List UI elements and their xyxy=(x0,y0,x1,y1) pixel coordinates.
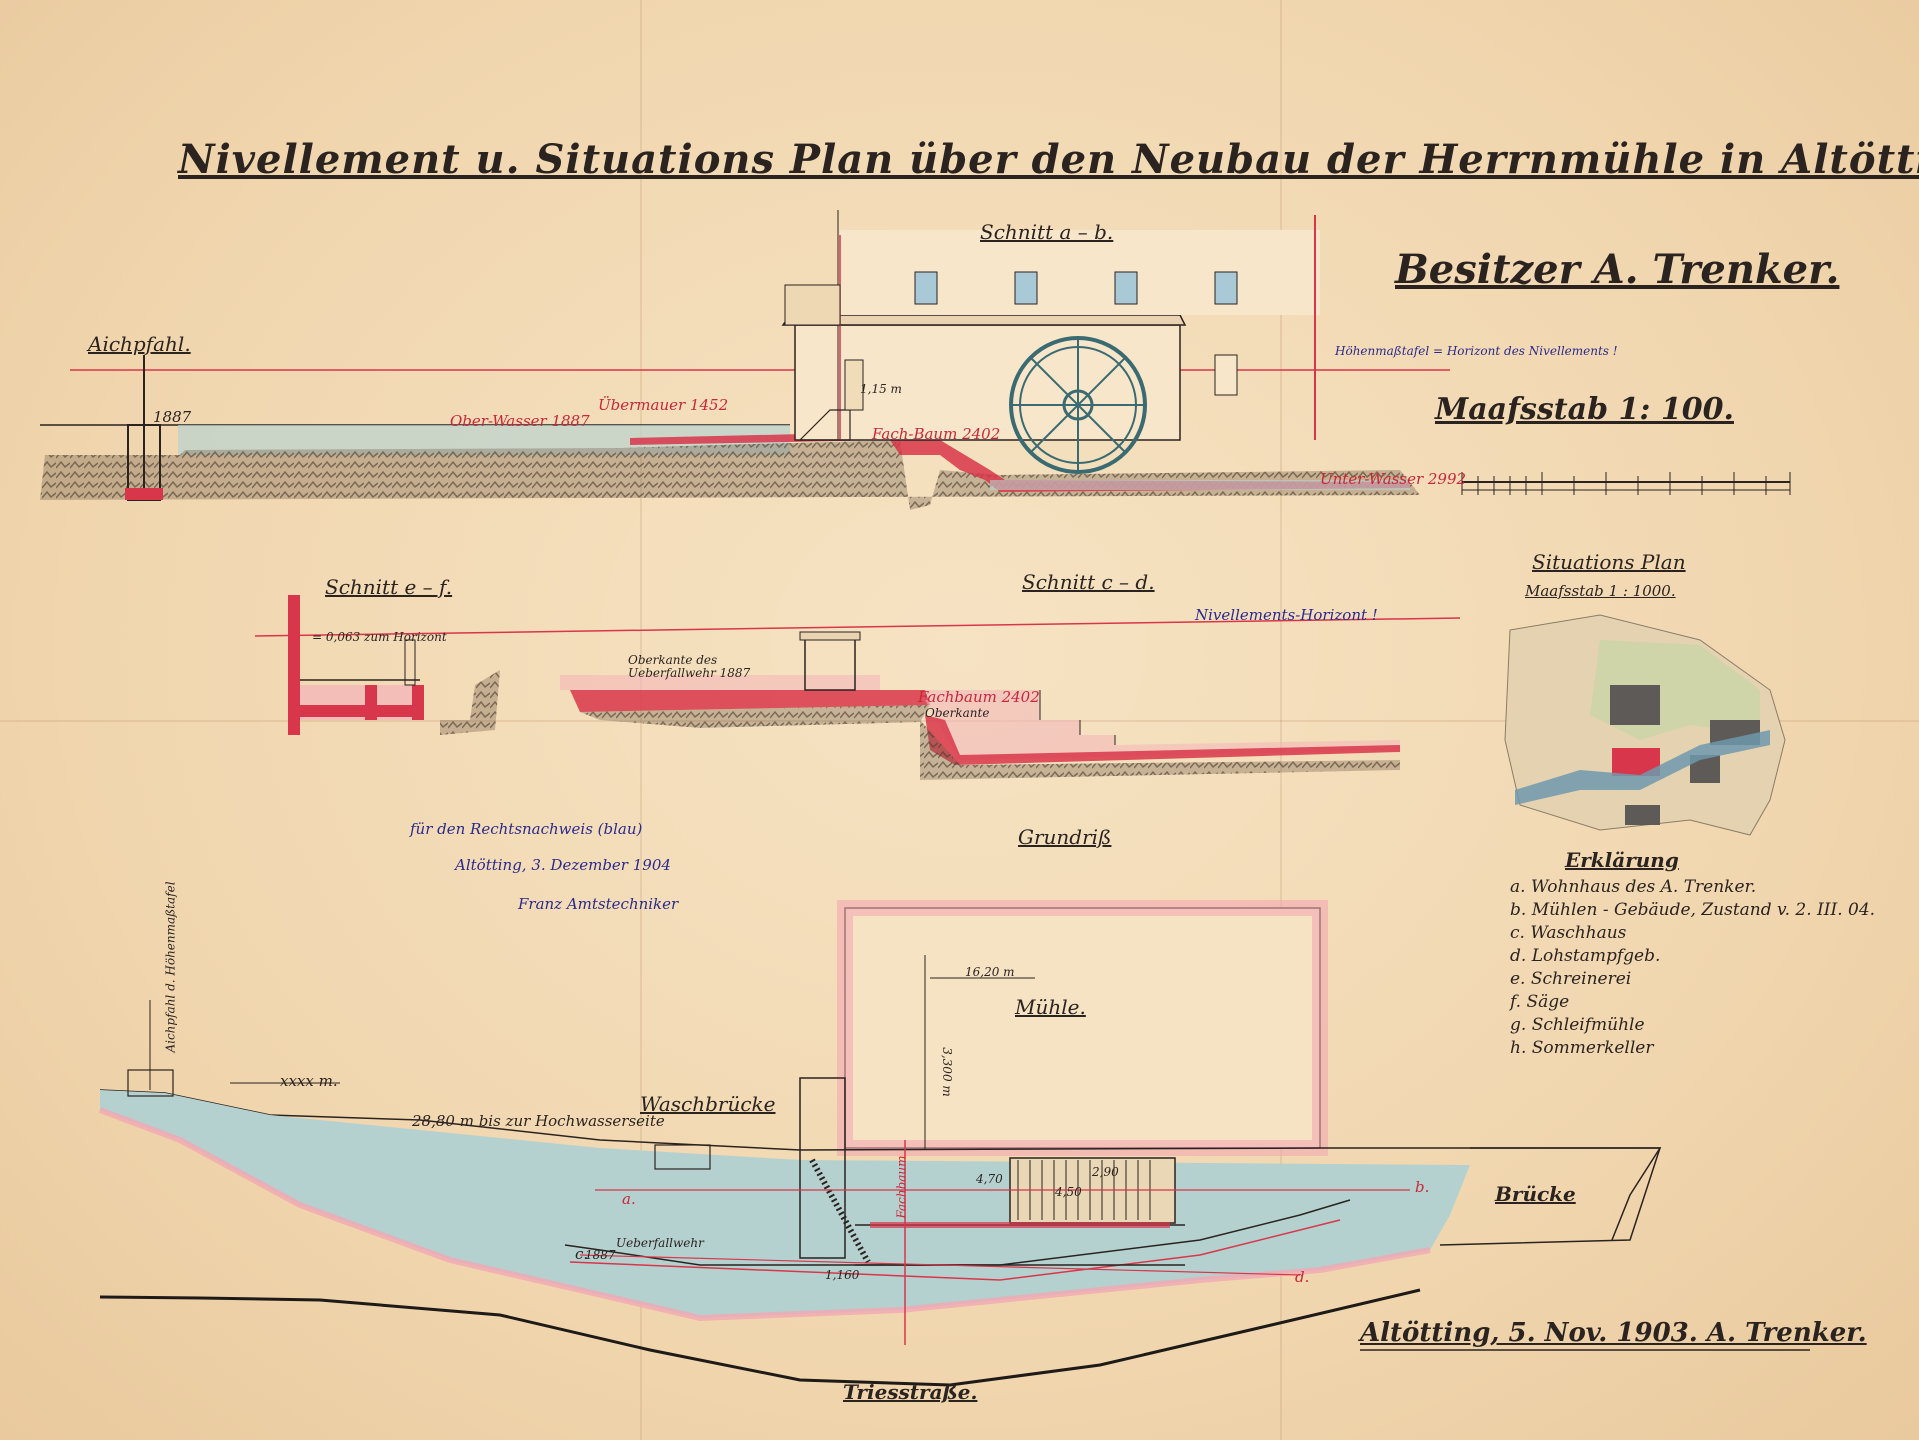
section-ef-drawing xyxy=(254,595,1461,735)
oberwasser-label: Ober-Wasser 1887 xyxy=(450,412,590,430)
legend-item: g. Schleifmühle xyxy=(1510,1015,1645,1035)
legend-item: e. Schreinerei xyxy=(1510,969,1632,989)
approval-line2: Altötting, 3. Dezember 1904 xyxy=(455,856,671,874)
building-a xyxy=(1610,685,1660,725)
grundriss-title: Grundriß xyxy=(1018,825,1112,849)
aichpfahl-label: Aichpfahl. xyxy=(88,332,191,356)
mill-height-dim: 3,300 m xyxy=(939,1047,954,1097)
height-dim: 1,15 m xyxy=(860,382,902,396)
road-curve xyxy=(99,1288,1421,1387)
plan-drawing xyxy=(98,900,1662,1387)
plan-letter-d: d. xyxy=(1295,1268,1310,1286)
bruecke-label: Brücke xyxy=(1495,1182,1576,1206)
waschbruecke-label: Waschbrücke xyxy=(640,1092,776,1116)
mill-footprint xyxy=(844,907,1321,1149)
mill-roof-eave xyxy=(781,314,1187,326)
main-scale-label: Maafsstab 1: 100. xyxy=(1435,392,1734,427)
plan-dim-3: 2,90 xyxy=(1092,1165,1119,1179)
legend-item: h. Sommerkeller xyxy=(1510,1038,1654,1058)
scale-bar xyxy=(1461,472,1791,495)
situation-title: Situations Plan xyxy=(1532,550,1686,574)
survey-mark: xxxx m. xyxy=(280,1072,338,1090)
section-ab-drawing xyxy=(40,210,1450,510)
legend-item: b. Mühlen - Gebäude, Zustand v. 2. III. … xyxy=(1510,900,1876,920)
river xyxy=(100,1090,1470,1318)
mill-width-dim: 16,20 m xyxy=(965,965,1015,979)
waschhaus xyxy=(799,1077,846,1259)
legend-list: a. Wohnhaus des A. Trenker. b. Mühlen - … xyxy=(1510,876,1875,1060)
plan-letter-a: a. xyxy=(622,1190,636,1208)
triesstrasse-label: Triesstraße. xyxy=(843,1380,978,1404)
fachbaum-cd-label: Fachbaum 2402 xyxy=(918,688,1040,706)
mark-1887: 1887 xyxy=(153,408,192,426)
paper-fold-line xyxy=(1280,0,1282,1440)
signature: Altötting, 5. Nov. 1903. A. Trenker. xyxy=(1360,1318,1867,1348)
plan-mark-1887: 1887 xyxy=(585,1248,616,1262)
uebermauer-label: Übermauer 1452 xyxy=(598,396,729,414)
legend-item: d. Lohstampfgeb. xyxy=(1510,946,1661,966)
horizon-cd-label: Nivellements-Horizont ! xyxy=(1195,606,1378,624)
ground-soil xyxy=(40,440,1420,510)
section-cd-title: Schnitt c – d. xyxy=(1022,570,1155,594)
distance-label: 28,80 m bis zur Hochwasserseite xyxy=(412,1112,665,1130)
aichpfahl-base xyxy=(125,488,163,500)
legend-item: c. Waschhaus xyxy=(1510,923,1627,943)
aichpfahl-note: Aichpfahl d. Höhenmaßtafel xyxy=(163,881,178,1053)
fachbaum-ab-label: Fach-Baum 2402 xyxy=(872,425,1001,443)
plan-fachbaum-label: Fachbaum xyxy=(894,1155,909,1219)
horizon-ab-label: Höhenmaßtafel = Horizont des Nivellement… xyxy=(1335,344,1618,358)
section-cd-drawing xyxy=(560,631,1400,780)
plan-letter-c: c. xyxy=(575,1245,589,1263)
muehle-label: Mühle. xyxy=(1015,995,1086,1019)
plan-dim-4: 1,160 xyxy=(825,1268,860,1282)
windows xyxy=(914,271,1238,396)
water-wheel xyxy=(1009,336,1147,474)
unterwasser-label: Unter-Wasser 2992 xyxy=(1320,470,1467,488)
oberkante-label: Oberkante des Ueberfallwehr 1887 xyxy=(628,653,751,680)
section-ef-dim: = 0,063 zum Horizont xyxy=(312,630,447,644)
oberkante-small: Oberkante xyxy=(925,706,990,720)
horizon-line-2 xyxy=(254,617,1461,637)
plan-letter-b: b. xyxy=(1415,1178,1430,1196)
legend-title: Erklärung xyxy=(1565,848,1679,872)
owner-label: Besitzer A. Trenker. xyxy=(1395,246,1840,293)
situation-map xyxy=(1504,614,1786,836)
page-title: Nivellement u. Situations Plan über den … xyxy=(178,136,1919,183)
section-ab-title: Schnitt a – b. xyxy=(980,220,1114,244)
legend-item: f. Säge xyxy=(1510,992,1570,1012)
side-annex xyxy=(784,284,841,326)
plan-dim-2: 4,50 xyxy=(1055,1185,1082,1199)
ueberfallwehr-label: Ueberfallwehr xyxy=(616,1236,704,1250)
situation-scale: Maafsstab 1 : 1000. xyxy=(1525,582,1676,600)
approval-line3: Franz Amtstechniker xyxy=(518,895,679,913)
approval-line1: für den Rechtsnachweis (blau) xyxy=(410,820,643,838)
plan-dim-1: 4,70 xyxy=(976,1172,1003,1186)
legend-item: a. Wohnhaus des A. Trenker. xyxy=(1510,877,1757,897)
section-ef-title: Schnitt e – f. xyxy=(325,575,453,599)
